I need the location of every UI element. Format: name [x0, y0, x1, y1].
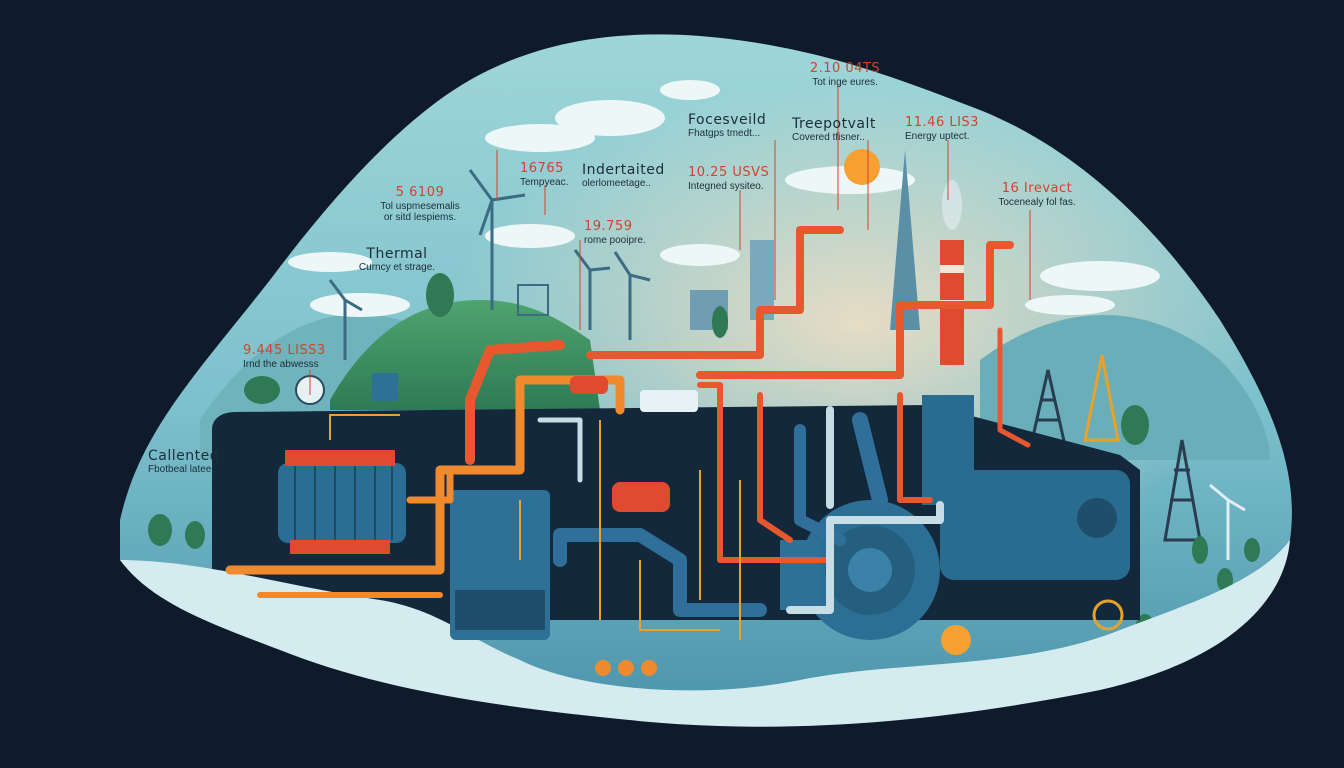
thin-pipes — [329, 414, 741, 640]
label-focesveild: Focesveild Fhatgps tmedt... — [688, 112, 767, 140]
cool-pipes — [537, 406, 944, 617]
label-9-445-liss3: 9.445 LISS3 Irnd the abwesss — [243, 343, 326, 370]
label-2-10-04ts: 2.10 04TS Tot inge eures. — [809, 61, 881, 88]
hot-pipes — [225, 226, 1031, 598]
clouds — [288, 80, 1160, 317]
oil-derricks — [1028, 354, 1202, 542]
label-16-irevact: 16 Irevact Tocenealy fol fas. — [998, 181, 1076, 208]
center-pump — [450, 490, 550, 640]
callout-lines — [309, 85, 1031, 395]
label-10-25-usvs: 10.25 USVS Integned sysiteo. — [688, 165, 770, 192]
trees — [148, 273, 1260, 646]
label-5-6109: 5 6109 Tol uspmesemalis or sitd lespiems… — [380, 185, 460, 224]
label-indertaited: Indertaited olerlomeetage.. — [582, 162, 665, 190]
sun — [844, 149, 880, 185]
components — [295, 373, 1124, 676]
label-16765: 16765 Tempyeac. — [520, 161, 569, 188]
label-treepotvalt: Treepotvalt Covered tfisner.. — [792, 116, 876, 144]
label-thermal: Thermal Curncy et strage. — [358, 246, 436, 274]
snow-ground — [120, 540, 1290, 727]
left-tank — [278, 450, 406, 554]
label-callented: Callented Fbotbeal latee. — [148, 448, 220, 476]
label-19-759: 19.759 rome pooipre. — [584, 219, 646, 246]
far-hill-right — [980, 315, 1270, 460]
label-11-46-lis3: 11.46 LIS3 Energy uptect. — [905, 115, 979, 142]
